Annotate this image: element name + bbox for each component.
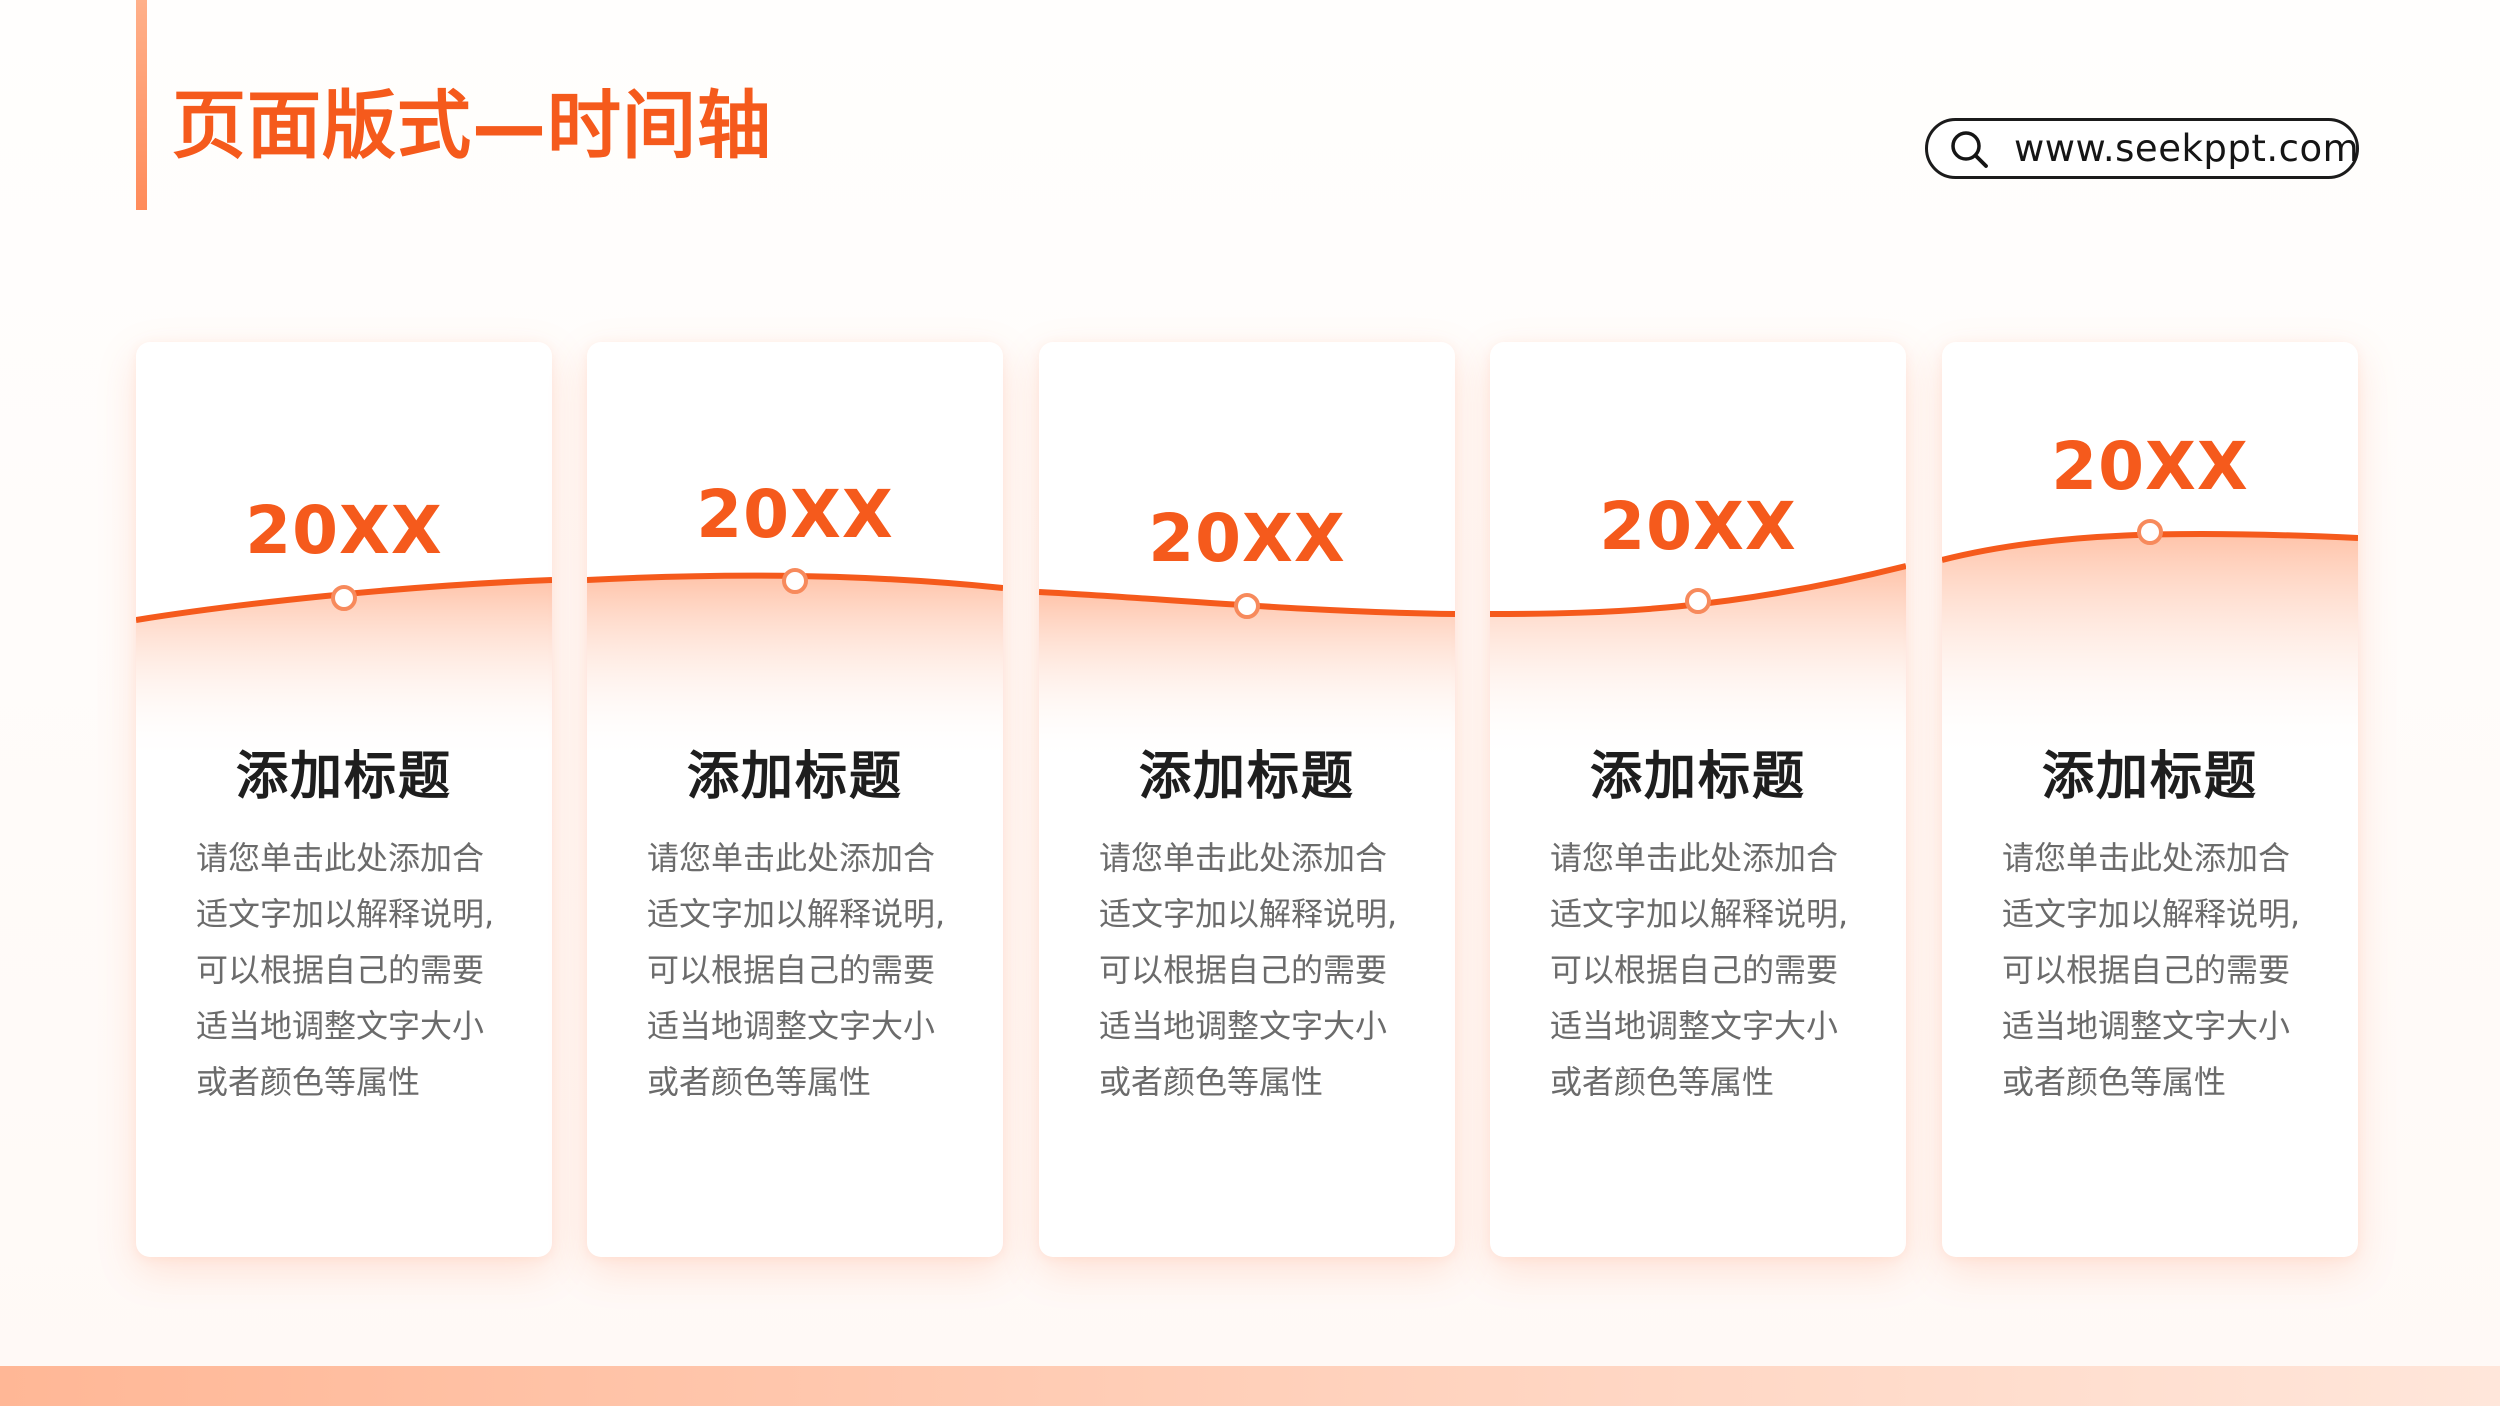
timeline-card-3: 20XX 添加标题 请您单击此处添加合 适文字加以解释说明, 可以根据自己的需要… [1039,342,1455,1257]
timeline-node-5 [2137,519,2163,545]
timeline-curve-1 [136,577,552,762]
card-year-3: 20XX [1148,500,1346,577]
card-title-1: 添加标题 [235,747,452,807]
timeline-card-1: 20XX 添加标题 请您单击此处添加合 适文字加以解释说明, 可以根据自己的需要… [136,342,552,1257]
title-accent-bar [136,0,147,210]
search-icon [1951,130,1988,168]
website-search-pill[interactable]: www.seekppt.com [1925,118,2359,179]
card-body-3: 请您单击此处添加合 适文字加以解释说明, 可以根据自己的需要 适当地调整文字大小… [1099,839,1398,1101]
card-year-4: 20XX [1599,488,1797,565]
page-title: 页面版式—时间轴 [172,83,772,169]
timeline-curve-2 [587,568,1003,762]
card-body-1: 请您单击此处添加合 适文字加以解释说明, 可以根据自己的需要 适当地调整文字大小… [196,839,495,1101]
timeline-node-4 [1685,588,1711,614]
card-body-5: 请您单击此处添加合 适文字加以解释说明, 可以根据自己的需要 适当地调整文字大小… [2002,839,2301,1101]
timeline-curve-4 [1490,563,1906,762]
card-year-1: 20XX [245,492,443,569]
card-title-5: 添加标题 [2041,747,2258,807]
timeline-curve-3 [1039,589,1455,762]
card-title-4: 添加标题 [1589,747,1806,807]
timeline-node-3 [1234,593,1260,619]
card-title-3: 添加标题 [1138,747,1355,807]
timeline-node-1 [331,585,357,611]
timeline-card-4: 20XX 添加标题 请您单击此处添加合 适文字加以解释说明, 可以根据自己的需要… [1490,342,1906,1257]
bottom-gradient-band [0,1366,2500,1406]
card-year-5: 20XX [2051,428,2249,505]
card-body-2: 请您单击此处添加合 适文字加以解释说明, 可以根据自己的需要 适当地调整文字大小… [647,839,946,1101]
timeline-node-2 [782,568,808,594]
timeline-card-2: 20XX 添加标题 请您单击此处添加合 适文字加以解释说明, 可以根据自己的需要… [587,342,1003,1257]
timeline-card-5: 20XX 添加标题 请您单击此处添加合 适文字加以解释说明, 可以根据自己的需要… [1942,342,2358,1257]
website-url: www.seekppt.com [2014,127,2360,170]
card-title-2: 添加标题 [686,747,903,807]
card-year-2: 20XX [696,476,894,553]
card-body-4: 请您单击此处添加合 适文字加以解释说明, 可以根据自己的需要 适当地调整文字大小… [1550,839,1849,1101]
timeline-curve-5 [1942,519,2358,762]
